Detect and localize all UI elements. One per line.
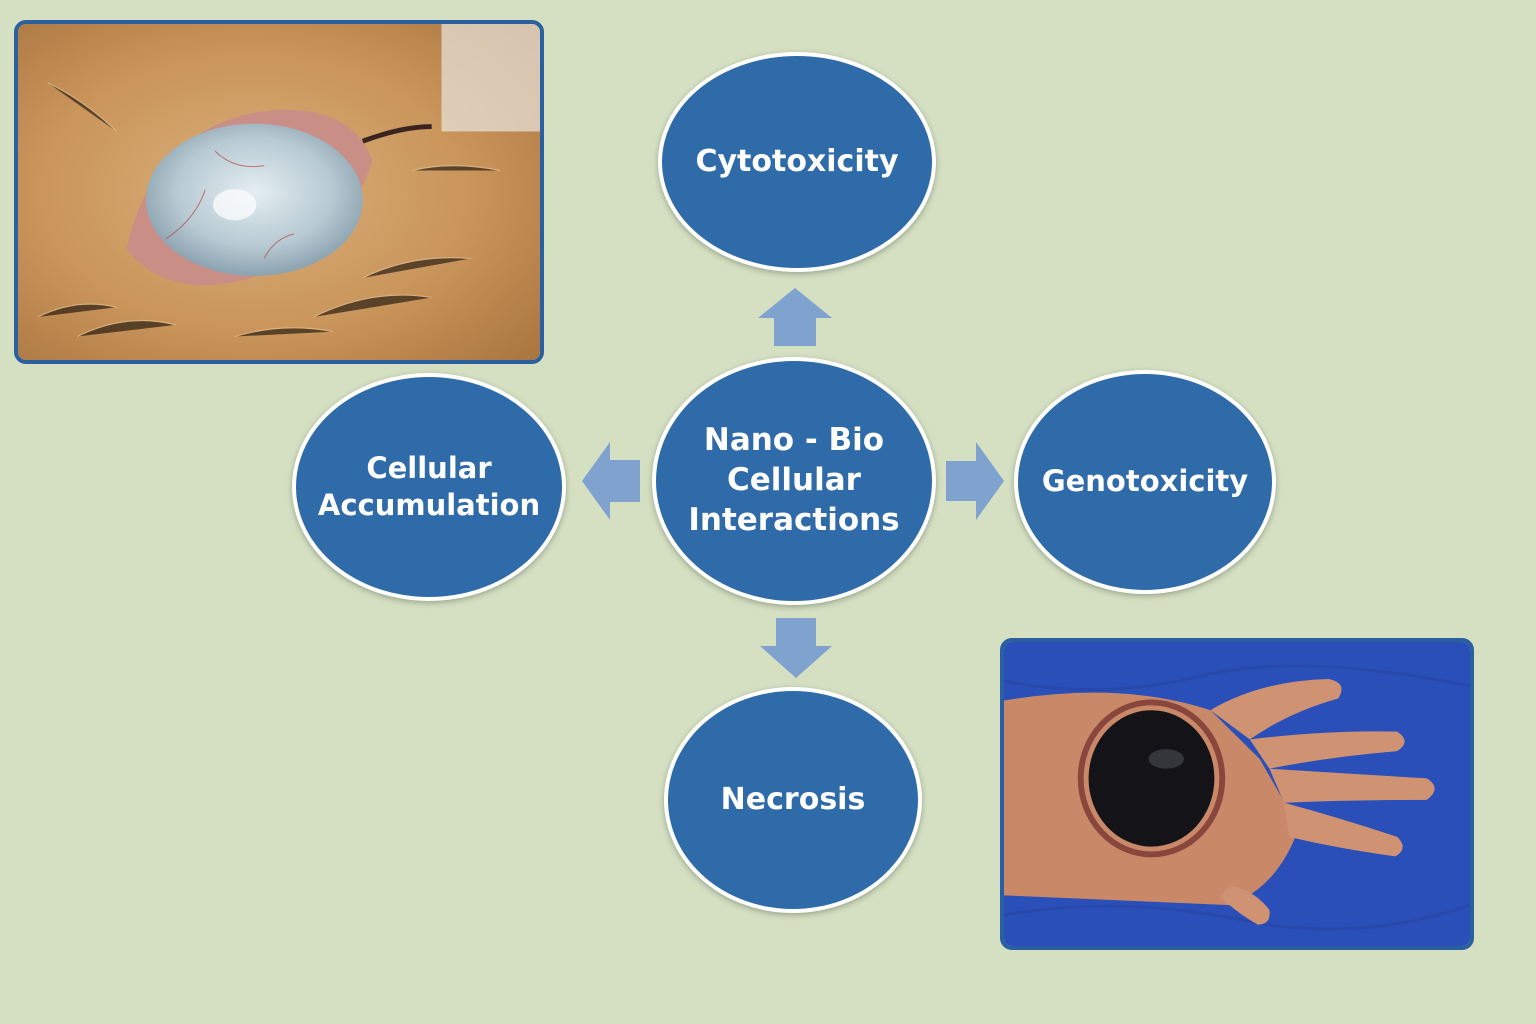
eye-injury-photo [14, 20, 544, 364]
node-center-label: Nano - Bio Cellular Interactions [688, 422, 900, 538]
hand-necrosis-photo [1000, 638, 1474, 950]
arrow-up [758, 288, 832, 346]
node-necrosis-label: Necrosis [720, 781, 866, 817]
node-cytotoxicity: Cytotoxicity [658, 52, 936, 272]
node-genotoxicity: Genotoxicity [1014, 370, 1276, 594]
node-nano-bio-interactions: Nano - Bio Cellular Interactions [652, 357, 936, 605]
node-genotoxicity-label: Genotoxicity [1041, 464, 1249, 499]
arrow-down [760, 618, 832, 678]
node-cellular-accumulation-label: Cellular Accumulation [317, 450, 541, 522]
arrow-left [582, 442, 640, 520]
arrow-right [946, 442, 1004, 520]
node-cellular-accumulation: Cellular Accumulation [292, 373, 566, 601]
node-cytotoxicity-label: Cytotoxicity [695, 143, 899, 179]
node-necrosis: Necrosis [664, 687, 922, 913]
